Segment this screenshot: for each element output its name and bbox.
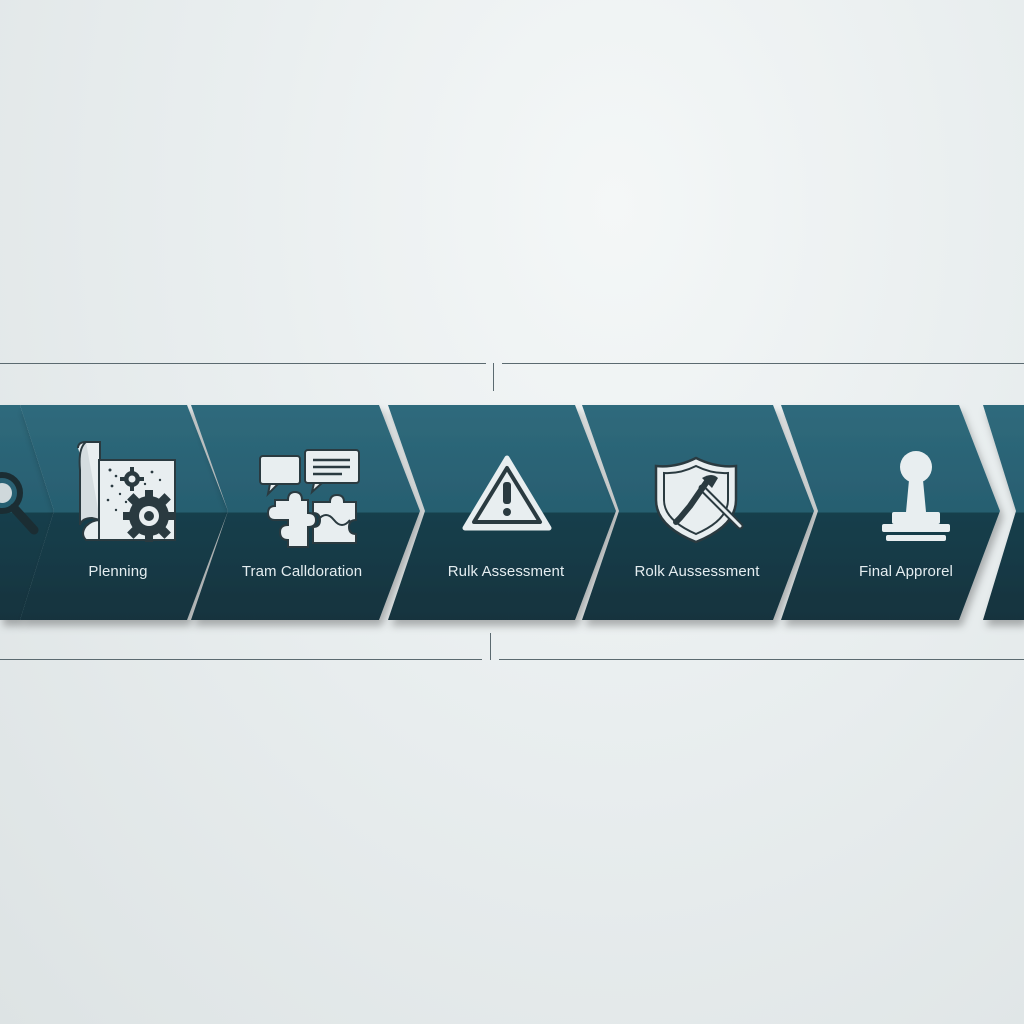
bottom-guide-line-left [0, 659, 482, 660]
approval-stamp-icon [882, 451, 950, 541]
bottom-guide-line-right [499, 659, 1024, 660]
warning-triangle-icon [462, 455, 552, 531]
bottom-guide-tick [490, 633, 491, 660]
chevron-step-final-approval [781, 405, 1000, 620]
top-guide-line-right [502, 363, 1024, 364]
step-label-team-collaboration: Tram Calldoration [241, 563, 363, 580]
step-label-risk-assessment-2: Rolk Aussessment [634, 563, 760, 580]
step-label-planning: Plenning [88, 563, 148, 580]
step-label-risk-assessment-1: Rulk Assessment [447, 563, 565, 580]
top-guide-tick [493, 363, 494, 391]
step-label-final-approval: Final Approrel [859, 563, 953, 580]
chat-puzzle-icon [259, 449, 360, 548]
blueprint-gear-icon [77, 441, 176, 542]
chevron-partial-right [983, 405, 1024, 620]
magnifier-fragment-icon [0, 472, 81, 535]
chevron-partial-left [0, 405, 54, 620]
shield-tools-icon [654, 456, 744, 544]
top-guide-line-left [0, 363, 486, 364]
